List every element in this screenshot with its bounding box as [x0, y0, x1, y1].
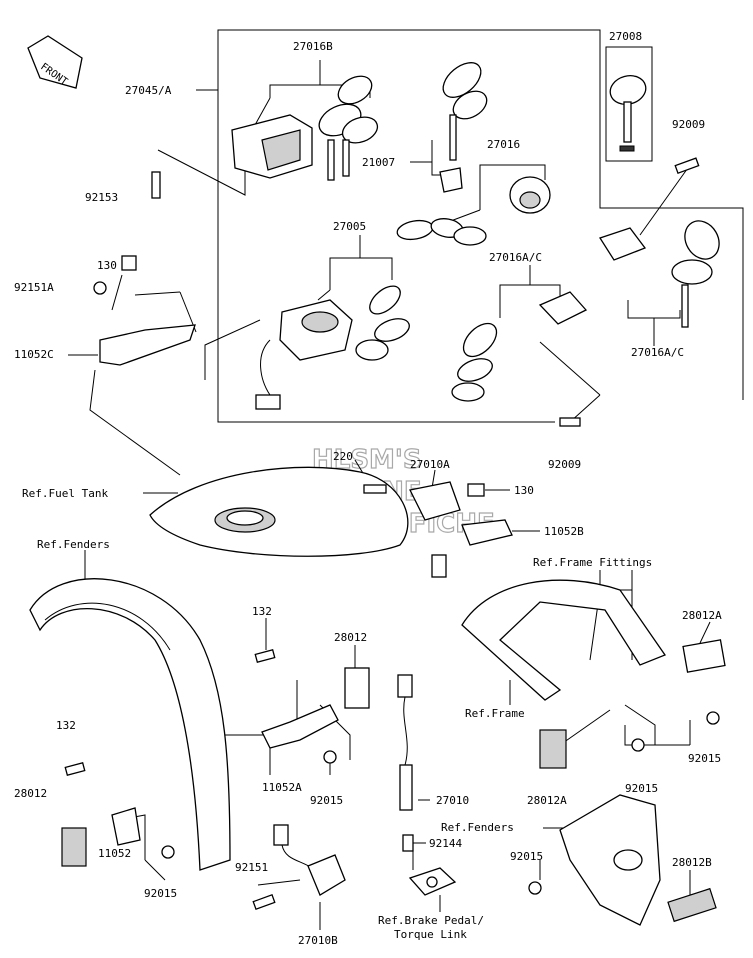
nut-92015-b — [706, 711, 720, 725]
switch-27010a — [409, 481, 461, 578]
ignition-switch-27005 — [255, 285, 410, 410]
key-set-27016ac-right — [599, 220, 720, 328]
bracket-11052 — [111, 807, 141, 846]
screw-220 — [363, 484, 387, 494]
nut-92015-e — [528, 881, 542, 895]
label-27010: 27010 — [436, 794, 469, 807]
label-92144: 92144 — [429, 837, 462, 850]
nut-92015-a — [323, 750, 337, 764]
label-92153: 92153 — [85, 191, 118, 204]
label-92015-e: 92015 — [510, 850, 543, 863]
reflector-28012b — [667, 887, 717, 923]
label-28012b: 28012B — [672, 856, 712, 869]
bracket-11052c — [99, 324, 196, 366]
label-92015-a: 92015 — [310, 794, 343, 807]
label-132-top: 132 — [252, 605, 272, 618]
label-11052c: 11052C — [14, 348, 54, 361]
fuel-tank — [149, 466, 409, 557]
nut-92015-c — [631, 738, 645, 752]
label-ref-fuel-tank: Ref.Fuel Tank — [22, 487, 108, 500]
key-set-27016b — [318, 75, 379, 181]
label-92009-top: 92009 — [672, 118, 705, 131]
label-ref-fenders-rear: Ref.Fenders — [441, 821, 514, 834]
label-92151a: 92151A — [14, 281, 54, 294]
label-27016: 27016 — [487, 138, 520, 151]
ignition-switch-cover — [231, 114, 313, 179]
bolt-130-bottom — [467, 483, 485, 497]
label-92151: 92151 — [235, 861, 268, 874]
label-27016ac-middle: 27016A/C — [489, 251, 542, 264]
label-28012-lower: 28012 — [14, 787, 47, 800]
spring-92144 — [402, 834, 414, 852]
reflector-28012a-right — [682, 639, 726, 673]
switch-27010 — [397, 674, 413, 811]
label-ref-frame: Ref.Frame — [465, 707, 525, 720]
label-220: 220 — [333, 450, 353, 463]
label-27008: 27008 — [609, 30, 642, 43]
part-labels: 27045/A 27016B 27008 92009 21007 27016 9… — [14, 30, 722, 947]
label-130-top: 130 — [97, 259, 117, 272]
label-130-bottom: 130 — [514, 484, 534, 497]
reflector-28012-upper — [344, 667, 370, 709]
bolt-92151 — [252, 893, 276, 911]
frame — [461, 579, 666, 701]
label-ref-fenders-front: Ref.Fenders — [37, 538, 110, 551]
reflector-28012a-center — [539, 729, 567, 769]
label-132-left: 132 — [56, 719, 76, 732]
label-27016b: 27016B — [293, 40, 333, 53]
bracket-11052b — [461, 519, 513, 546]
screw-92009-top — [674, 157, 700, 175]
label-27010b: 27010B — [298, 934, 338, 947]
label-11052: 11052 — [98, 847, 131, 860]
bolt-132-left — [64, 762, 86, 776]
label-27010a: 27010A — [410, 458, 450, 471]
label-ref-frame-fittings: Ref.Frame Fittings — [533, 556, 652, 569]
switch-27010b — [273, 824, 346, 896]
label-92015-d: 92015 — [144, 887, 177, 900]
label-28012a-right: 28012A — [682, 609, 722, 622]
nut-92015-d — [161, 845, 175, 859]
label-92015-b: 92015 — [688, 752, 721, 765]
bolt-132-top — [254, 649, 276, 663]
label-27016ac-right: 27016A/C — [631, 346, 684, 359]
key-set-27016ac-middle — [451, 291, 588, 402]
label-11052b: 11052B — [544, 525, 584, 538]
brake-pedal-link — [408, 867, 457, 896]
bracket-11052a — [261, 704, 339, 749]
label-28012-upper: 28012 — [334, 631, 367, 644]
rear-fender — [559, 794, 661, 926]
label-92009-bottom: 92009 — [548, 458, 581, 471]
screw-92151a — [93, 281, 107, 295]
label-28012a-center: 28012A — [527, 794, 567, 807]
key-set-21007 — [439, 62, 488, 193]
bolt-92153 — [151, 171, 161, 199]
master-key — [609, 75, 647, 152]
label-ref-brake-pedal-2: Torque Link — [394, 928, 467, 941]
label-11052a: 11052A — [262, 781, 302, 794]
front-fender — [29, 578, 231, 871]
label-92015-c: 92015 — [625, 782, 658, 795]
reflector-28012-lower — [61, 827, 87, 867]
lock-cylinder-27016 — [396, 176, 551, 246]
front-arrow-icon: FRONT — [27, 35, 83, 89]
bolt-130-top — [121, 255, 137, 271]
label-27045a: 27045/A — [125, 84, 172, 97]
screw-92009-bottom — [559, 417, 581, 427]
label-21007: 21007 — [362, 156, 395, 169]
label-27005: 27005 — [333, 220, 366, 233]
label-ref-brake-pedal-1: Ref.Brake Pedal/ — [378, 914, 484, 927]
